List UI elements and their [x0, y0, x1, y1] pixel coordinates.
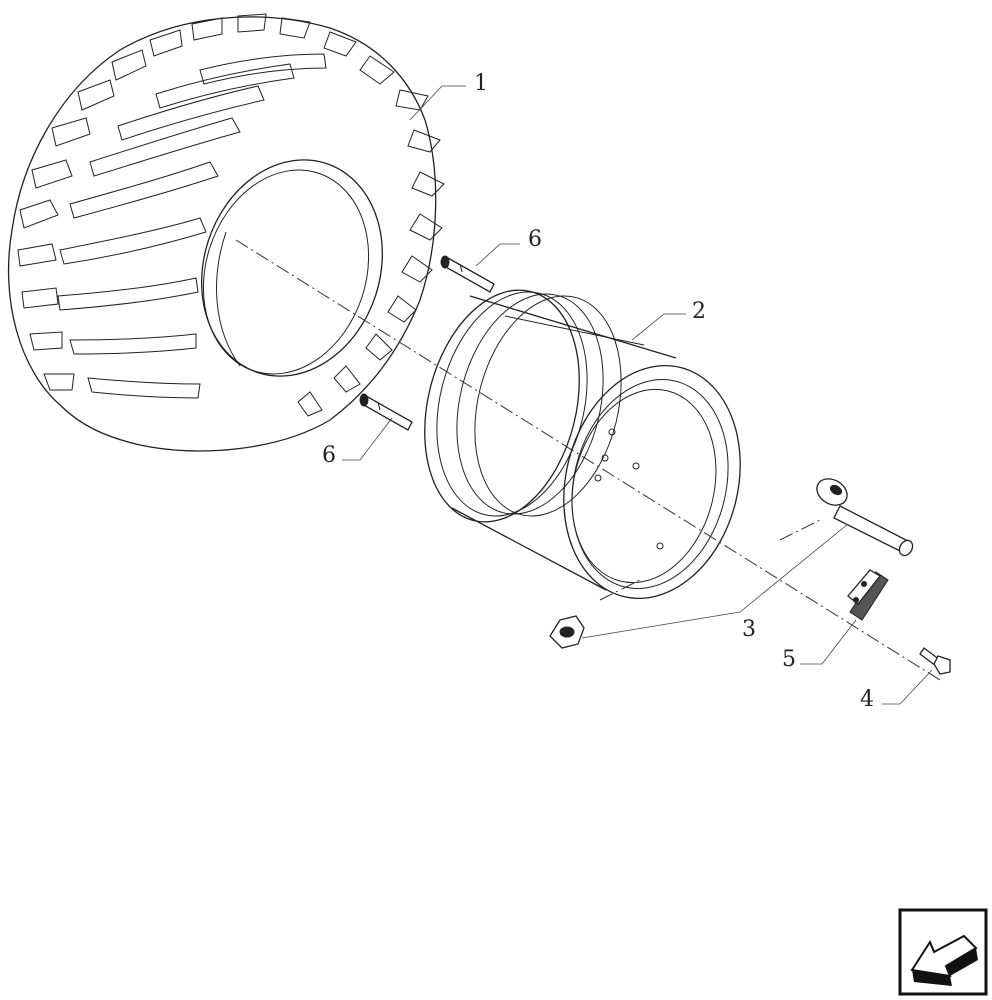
- leader-lines: [342, 85, 933, 705]
- callout-4: 4: [860, 687, 874, 712]
- callout-1: 1: [474, 71, 488, 96]
- wheel-axis-line: [235, 239, 941, 681]
- clamp: [847, 569, 889, 621]
- pin-lower: [359, 393, 413, 431]
- callout-6-upper: 6: [528, 227, 542, 252]
- valve-axis-line: [599, 519, 821, 601]
- pin-upper: [440, 255, 495, 293]
- callout-5: 5: [782, 647, 796, 672]
- valve: [549, 478, 914, 649]
- callout-3: 3: [742, 617, 756, 642]
- bolt: [919, 647, 951, 675]
- tire: [7, 13, 445, 452]
- rim: [424, 289, 741, 600]
- callout-6-lower: 6: [322, 443, 336, 468]
- callout-2: 2: [692, 299, 706, 324]
- back-arrow-icon[interactable]: [898, 908, 988, 996]
